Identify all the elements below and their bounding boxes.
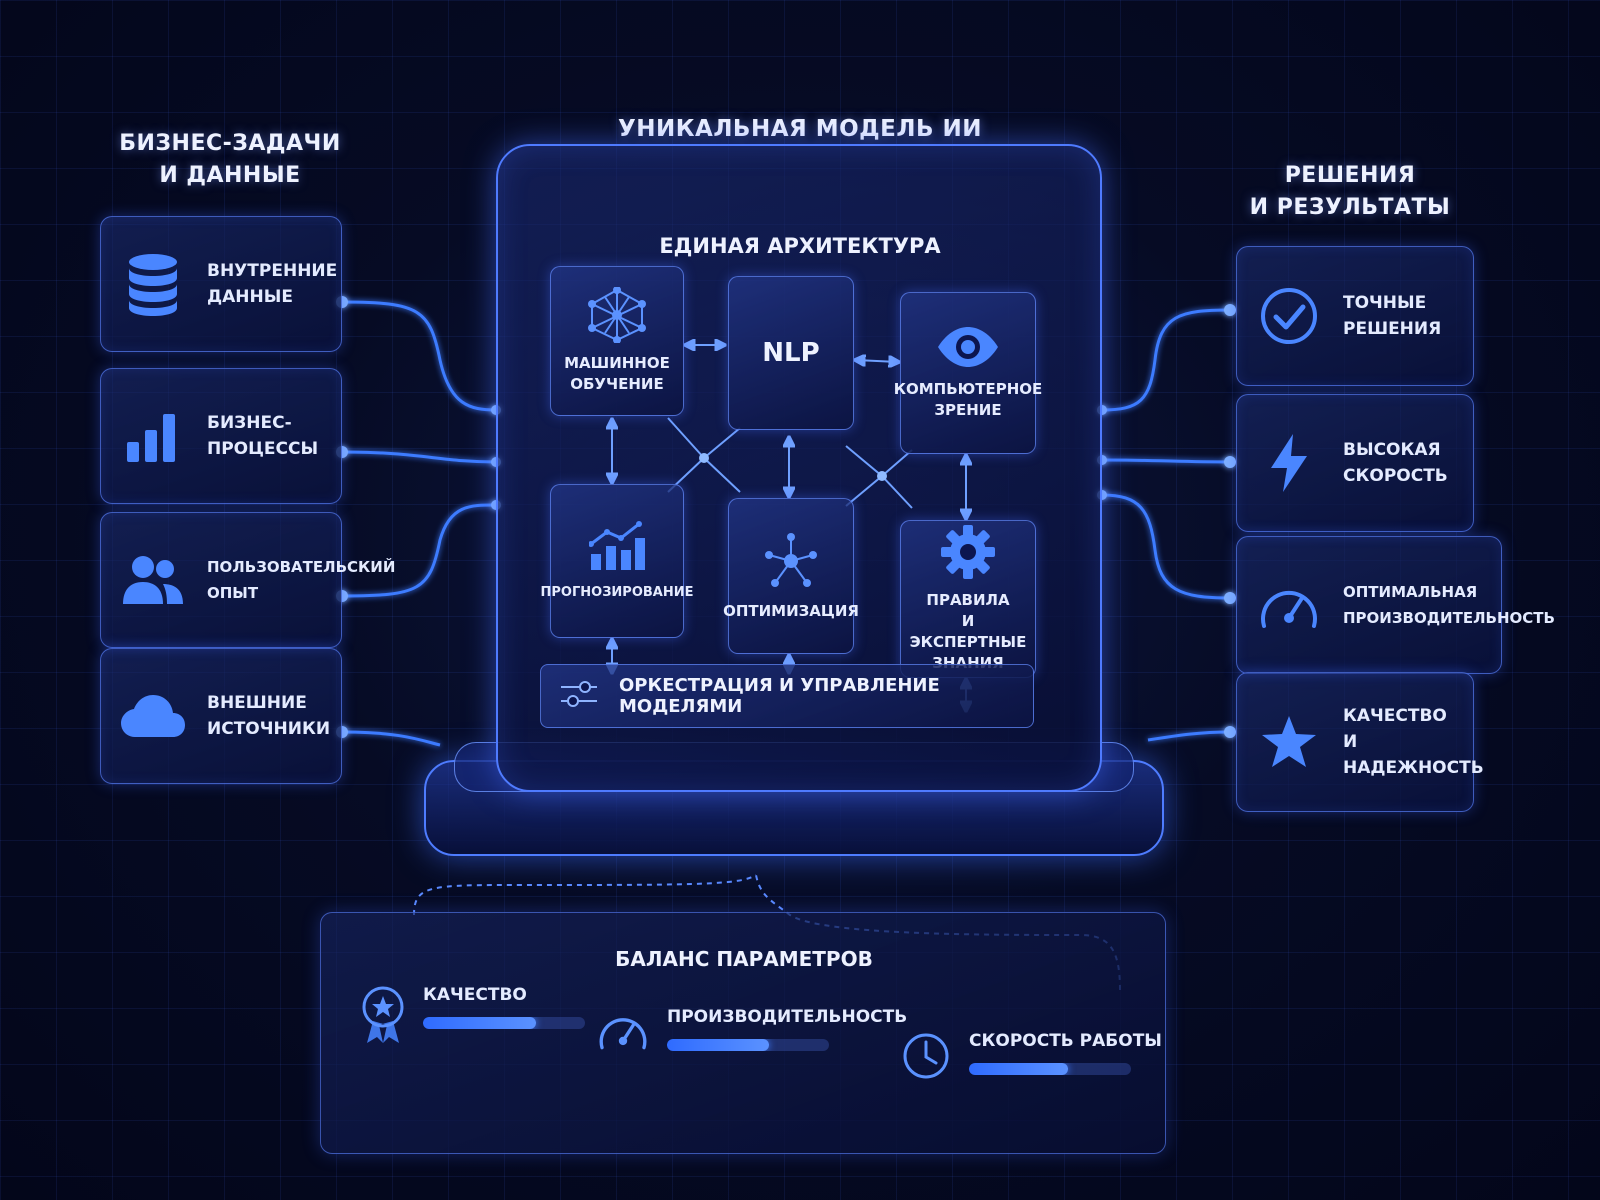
output-label: ТОЧНЫЕ РЕШЕНИЯ [1343,293,1442,339]
output-label: ОПТИМАЛЬНАЯ ПРОИЗВОДИТЕЛЬНОСТЬ [1343,583,1555,627]
module-label: ОПТИМИЗАЦИЯ [723,601,859,620]
parameter-balance-panel: БАЛАНС ПАРАМЕТРОВ КАЧЕСТВО ПРОИЗВОДИТЕЛЬ… [320,912,1166,1154]
module-label: ПРАВИЛА И ЭКСПЕРТНЫЕ ЗНАНИЯ [909,591,1027,672]
eye-icon [936,325,1000,373]
wire-input-2 [341,450,497,464]
metric-fill [969,1063,1068,1075]
trend-chart-icon [588,520,645,576]
metric-fill [423,1017,537,1029]
balance-title: БАЛАНС ПАРАМЕТРОВ [615,947,873,971]
clock-icon [901,1031,951,1085]
module-machine-learning: МАШИННОЕ ОБУЧЕНИЕ [550,266,684,416]
orchestration-bar: ОРКЕСТРАЦИЯ И УПРАВЛЕНИЕ МОДЕЛЯМИ [540,664,1034,728]
gear-icon [940,524,996,584]
star-icon [1253,706,1325,778]
metric-speed: СКОРОСТЬ РАБОТЫ [901,1031,1162,1085]
wire-output-4 [1147,730,1231,742]
bar-chart-icon [117,400,189,472]
wire-input-3 [341,503,497,598]
wire-output-3 [1101,493,1231,600]
output-card-quality-reliability: КАЧЕСТВО И НАДЕЖНОСТЬ [1236,672,1484,812]
module-forecasting: ПРОГНОЗИРОВАНИЕ [541,484,694,638]
metric-fill [667,1039,770,1051]
database-icon [117,248,189,320]
module-label: МАШИННОЕ ОБУЧЕНИЕ [564,354,670,393]
output-card-accurate-decisions: ТОЧНЫЕ РЕШЕНИЯ [1236,246,1474,386]
metric-performance: ПРОИЗВОДИТЕЛЬНОСТЬ [597,1007,907,1057]
input-card-user-experience: ПОЛЬЗОВАТЕЛЬСКИЙ ОПЫТ [100,512,395,648]
input-card-business-processes: БИЗНЕС- ПРОЦЕССЫ [100,368,342,504]
module-label: КОМПЬЮТЕРНОЕ ЗРЕНИЕ [893,380,1043,419]
input-label: ВНЕШНИЕ ИСТОЧНИКИ [207,693,331,739]
metric-bar [423,1017,585,1029]
heading-outputs: РЕШЕНИЯ И РЕЗУЛЬТАТЫ [1249,163,1451,220]
award-medal-icon [361,985,405,1049]
input-card-internal-data: ВНУТРЕННИЕ ДАННЫЕ [100,216,342,352]
wire-input-4 [341,730,441,747]
check-circle-icon [1253,280,1325,352]
module-rules-expertise: ПРАВИЛА И ЭКСПЕРТНЫЕ ЗНАНИЯ [900,520,1036,678]
sliders-icon [559,679,599,713]
heading-inputs: БИЗНЕС-ЗАДАЧИ И ДАННЫЕ [119,131,341,188]
module-nlp: NLP [728,276,854,430]
wire-input-1 [341,300,497,412]
output-label: КАЧЕСТВО И НАДЕЖНОСТЬ [1343,706,1484,778]
lightning-icon [1253,427,1325,499]
input-card-external-sources: ВНЕШНИЕ ИСТОЧНИКИ [100,648,342,784]
cloud-icon [117,680,189,752]
output-card-high-speed: ВЫСОКАЯ СКОРОСТЬ [1236,394,1474,532]
heading-core: УНИКАЛЬНАЯ МОДЕЛЬ ИИ [617,116,982,142]
input-label: БИЗНЕС- ПРОЦЕССЫ [207,413,319,459]
metric-label: ПРОИЗВОДИТЕЛЬНОСТЬ [667,1007,908,1027]
module-optimization: ОПТИМИЗАЦИЯ [723,498,859,654]
metric-bar [667,1039,829,1051]
metric-label: КАЧЕСТВО [423,985,527,1005]
speedometer-icon [1253,569,1325,641]
metric-label: СКОРОСТЬ РАБОТЫ [969,1031,1162,1051]
module-label-nlp: NLP [762,338,820,368]
output-label: ВЫСОКАЯ СКОРОСТЬ [1343,440,1448,486]
metric-bar [969,1063,1131,1075]
input-label: ПОЛЬЗОВАТЕЛЬСКИЙ ОПЫТ [207,558,396,602]
wire-output-1 [1101,308,1231,412]
core-title: ЕДИНАЯ АРХИТЕКТУРА [659,234,941,258]
node-graph-icon [761,531,821,595]
input-label: ВНУТРЕННИЕ ДАННЫЕ [207,261,338,307]
metric-quality: КАЧЕСТВО [361,985,585,1049]
orchestration-label: ОРКЕСТРАЦИЯ И УПРАВЛЕНИЕ МОДЕЛЯМИ [619,675,940,717]
output-card-optimal-performance: ОПТИМАЛЬНАЯ ПРОИЗВОДИТЕЛЬНОСТЬ [1236,536,1555,674]
speedometer-icon [597,1007,649,1057]
wire-output-2 [1101,458,1231,464]
neural-network-icon [587,286,647,347]
module-computer-vision: КОМПЬЮТЕРНОЕ ЗРЕНИЕ [894,292,1042,454]
module-label: ПРОГНОЗИРОВАНИЕ [540,584,694,600]
users-icon [117,544,189,616]
